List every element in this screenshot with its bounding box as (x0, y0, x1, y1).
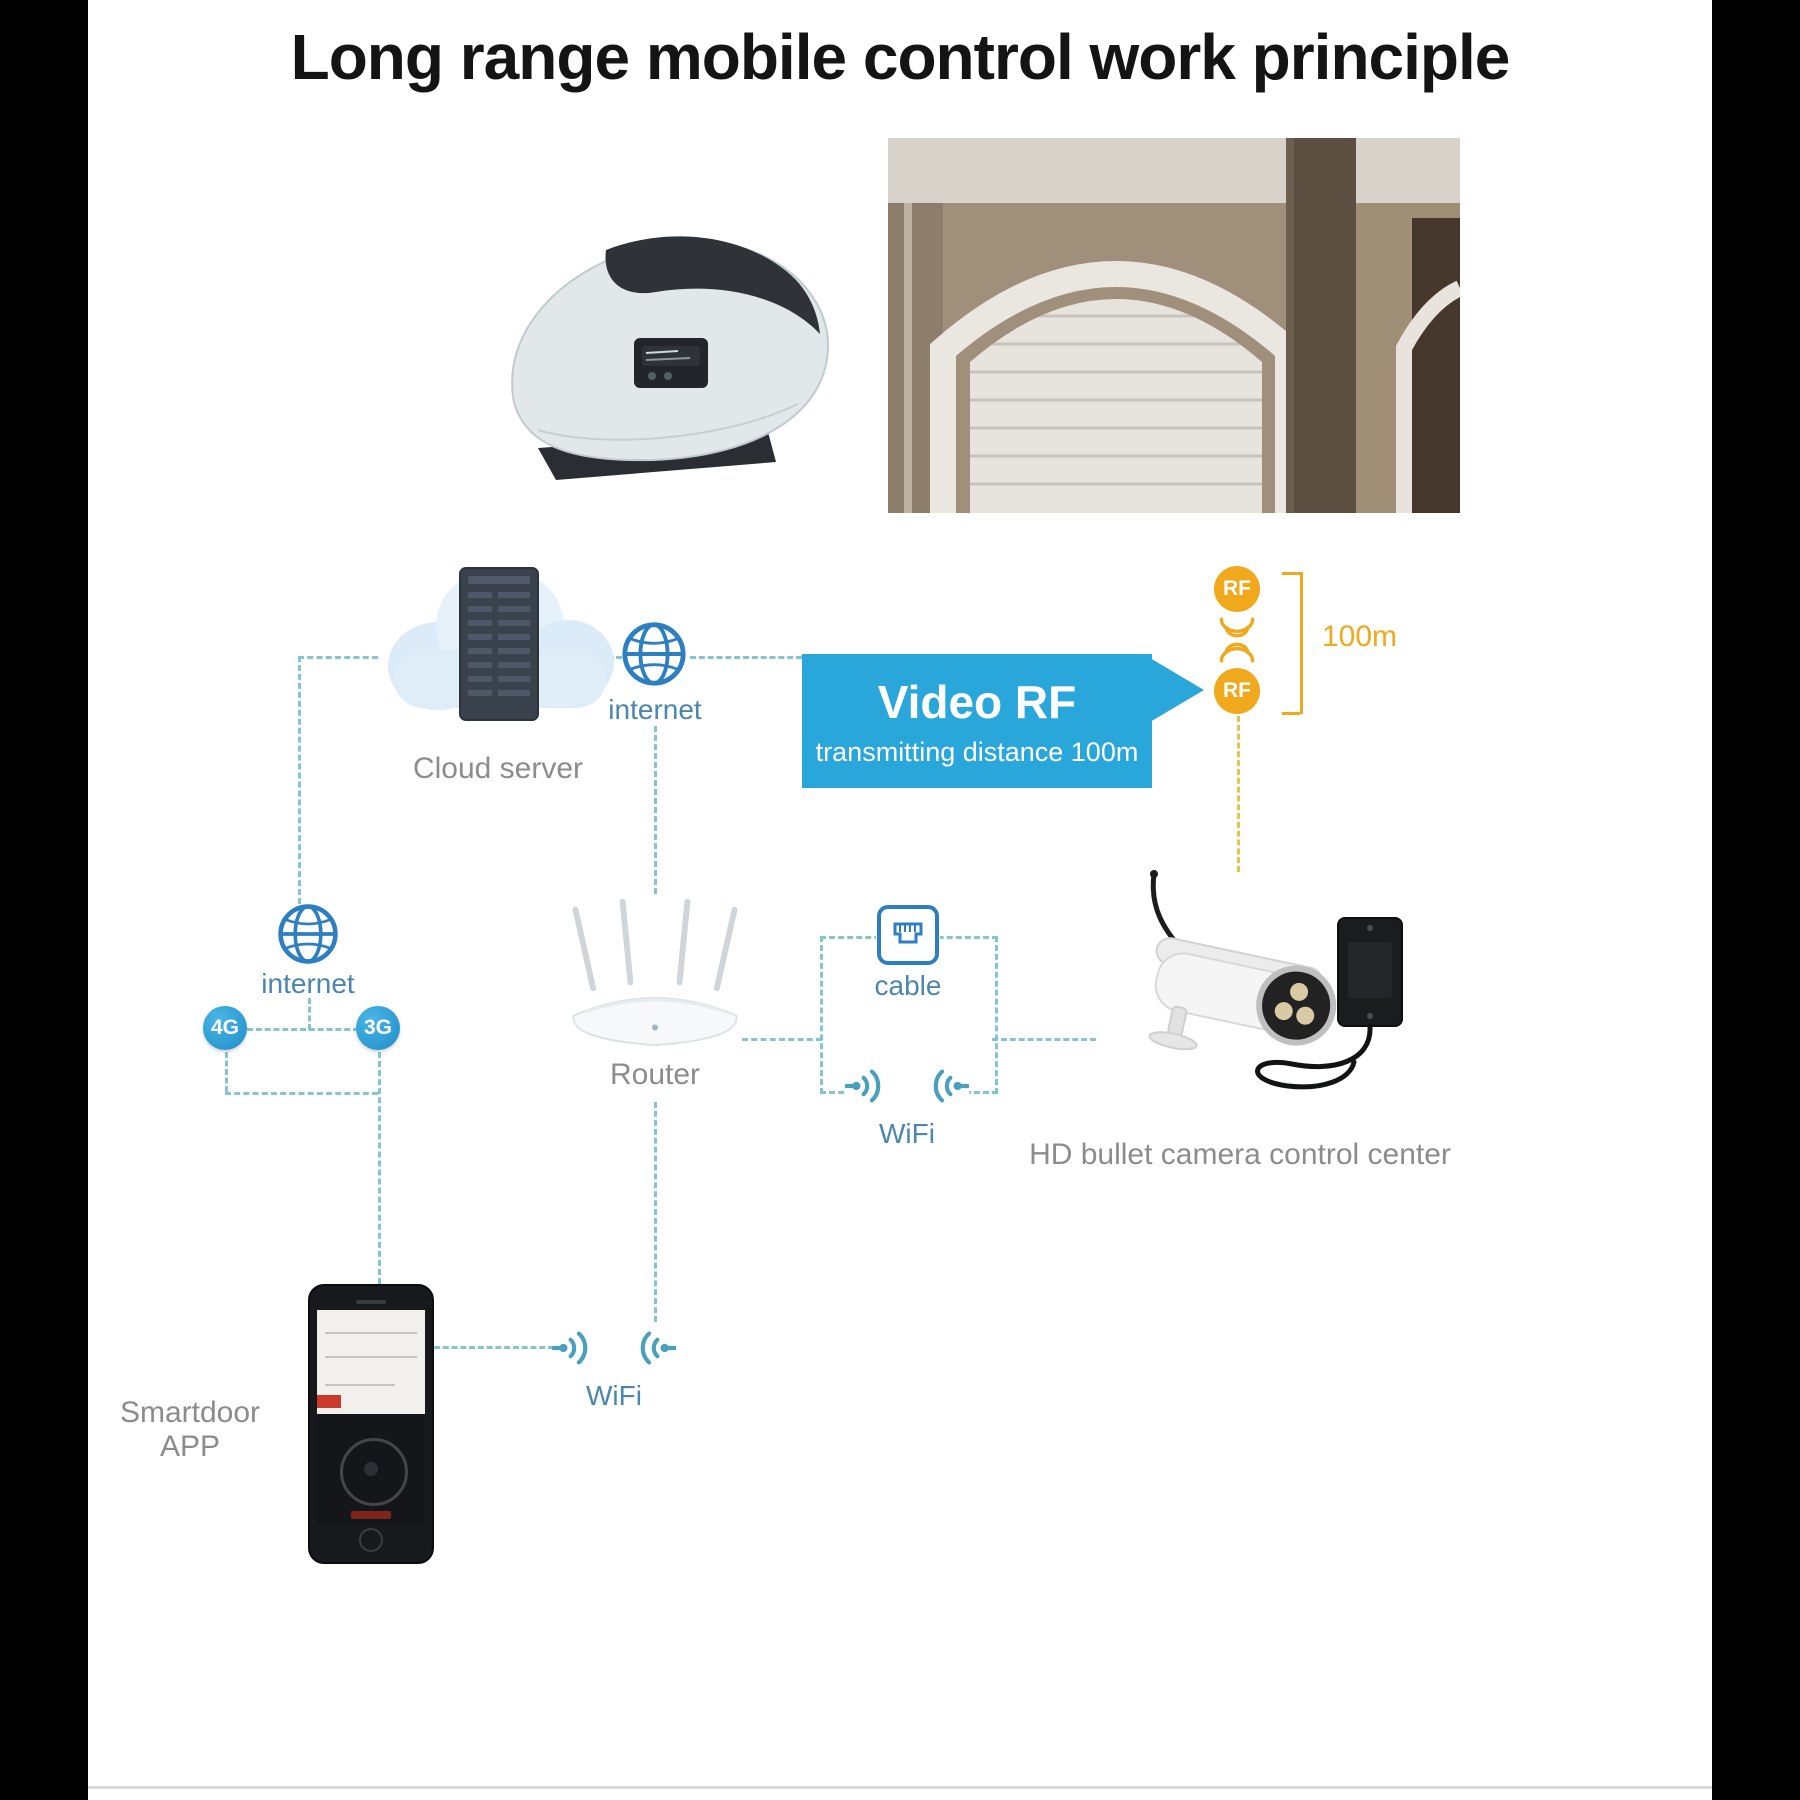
connector-4g-down (225, 1052, 228, 1092)
connector-router-cablebox (742, 1038, 822, 1041)
phone-home-button (359, 1528, 383, 1552)
smartphone (308, 1284, 434, 1564)
garage-door-photo (888, 138, 1460, 513)
rf-badge-top: RF (1214, 566, 1260, 612)
connector-internet-callout (690, 656, 802, 659)
wifi-bottom-label: WiFi (586, 1380, 642, 1411)
internet-left-label: internet (261, 968, 355, 999)
connector-left-down (298, 656, 301, 904)
connector-router-wifi (654, 1102, 657, 1322)
app-sketch-line (325, 1356, 417, 1358)
connector-4g-3g (247, 1028, 359, 1031)
rj45-cable-icon (877, 905, 939, 965)
app-sketch-line (325, 1332, 417, 1334)
app-direction-pad-center (364, 1462, 378, 1476)
wifi-bottom-iconbox (552, 1322, 676, 1374)
app-record-badge (317, 1395, 341, 1408)
router-label: Router (609, 1058, 701, 1091)
app-record-button (351, 1511, 391, 1519)
internet-top-label: internet (608, 694, 702, 725)
distance-label: 100m (1322, 620, 1398, 653)
connector-badges-bottom (225, 1092, 378, 1095)
wifi-waves-icon-mid (845, 1069, 969, 1103)
video-rf-subtitle: transmitting distance 100m (815, 736, 1139, 767)
app-live-view (317, 1310, 425, 1414)
internet-globe-icon-top (622, 622, 686, 686)
connector-internet-badges (308, 998, 311, 1030)
garage-opener-image (511, 236, 830, 480)
page-title: Long range mobile control work principle (290, 21, 1511, 93)
cloud-server-icon (388, 567, 614, 721)
connector-phone-wifi (434, 1346, 554, 1349)
connector-3g-phone (378, 1052, 381, 1284)
phone-speaker-icon (356, 1300, 386, 1304)
connector-to-camera (992, 1038, 1096, 1041)
rf-waves-icon (1219, 617, 1255, 663)
wifi-waves-icon-bottom (552, 1331, 676, 1365)
right-letterbox (1712, 0, 1800, 1800)
cable-iconbox (876, 904, 940, 966)
rf-badge-bottom: RF (1214, 668, 1260, 714)
cable-label: cable (874, 970, 942, 1001)
badge-3g: 3G (356, 1006, 400, 1050)
app-label: Smartdoor APP (119, 1396, 261, 1463)
cloud-server-label: Cloud server (412, 752, 584, 785)
connector-rf-camera (1237, 716, 1240, 872)
camera-label: HD bullet camera control center (1029, 1138, 1451, 1171)
connector-internet-router (654, 726, 657, 894)
callout-arrow-icon (1150, 658, 1204, 722)
video-rf-callout: Video RF transmitting distance 100m (802, 654, 1152, 788)
internet-globe-icon-left (278, 904, 338, 964)
connector-cloud-left (298, 656, 378, 659)
left-letterbox (0, 0, 88, 1800)
app-sketch-line (325, 1384, 395, 1386)
router-icon (572, 898, 738, 1047)
wifi-mid-iconbox (845, 1060, 969, 1112)
phone-screen (317, 1310, 425, 1524)
app-control-panel (317, 1414, 425, 1524)
video-rf-title: Video RF (877, 675, 1077, 728)
distance-bracket (1300, 572, 1303, 714)
badge-4g: 4G (203, 1006, 247, 1050)
distance-bracket-top-tick (1282, 572, 1300, 575)
bottom-divider (88, 1786, 1712, 1789)
bullet-camera-icon (1148, 870, 1403, 1090)
distance-bracket-bottom-tick (1282, 712, 1300, 715)
wifi-mid-label: WiFi (879, 1118, 935, 1149)
app-direction-pad-icon (340, 1438, 408, 1506)
